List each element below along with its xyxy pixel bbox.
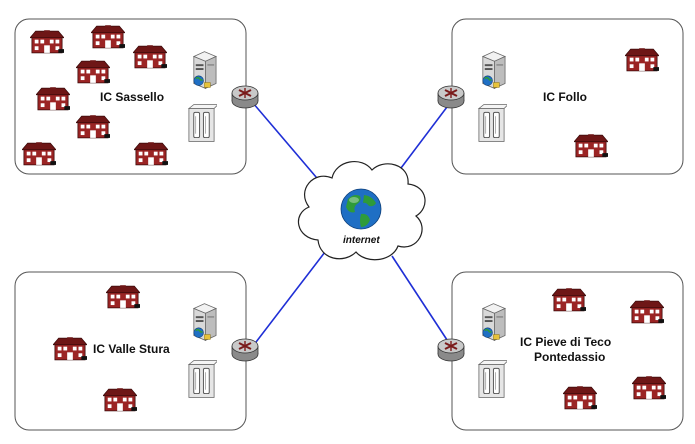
link-sassello [252,102,323,185]
school-building-icon [22,142,56,166]
school-building-icon [91,25,125,49]
site-label: IC Sassello [100,90,164,104]
site-label: IC Valle Stura [93,342,170,356]
firewall-icon [478,360,507,398]
school-building-icon [552,288,586,312]
site-pieve-di-teco: IC Pieve di Teco Pontedassio [451,271,684,431]
school-building-icon [106,285,140,309]
school-building-icon [632,376,666,400]
network-links [252,102,452,347]
school-building-icon [133,45,167,69]
link-pieve [391,255,452,347]
site-label-line1: IC Pieve di Teco [520,335,611,349]
link-follo [394,102,451,177]
site-label-line2: Pontedassio [534,350,605,364]
site-valle-stura: IC Valle Stura [14,271,247,431]
school-building-icon [76,60,110,84]
school-building-icon [30,30,64,54]
school-building-icon [103,388,137,412]
router-icon [231,338,259,362]
server-icon [482,302,506,342]
server-icon [482,50,506,90]
globe-icon [340,188,382,230]
school-building-icon [625,48,659,72]
school-building-icon [36,87,70,111]
school-building-icon [134,142,168,166]
server-icon [193,50,217,90]
cloud-label: internet [343,235,380,246]
school-building-icon [76,115,110,139]
site-label: IC Follo [543,90,587,104]
router-icon [231,85,259,109]
internet-cloud: internet [297,161,426,261]
school-building-icon [630,300,664,324]
firewall-icon [188,360,217,398]
router-icon [437,338,465,362]
site-sassello: IC Sassello [14,18,247,175]
school-building-icon [574,134,608,158]
link-valle-stura [252,251,326,347]
site-follo: IC Follo [451,18,684,175]
firewall-icon [188,104,217,142]
firewall-icon [478,104,507,142]
school-building-icon [563,386,597,410]
router-icon [437,85,465,109]
server-icon [193,302,217,342]
school-building-icon [53,337,87,361]
